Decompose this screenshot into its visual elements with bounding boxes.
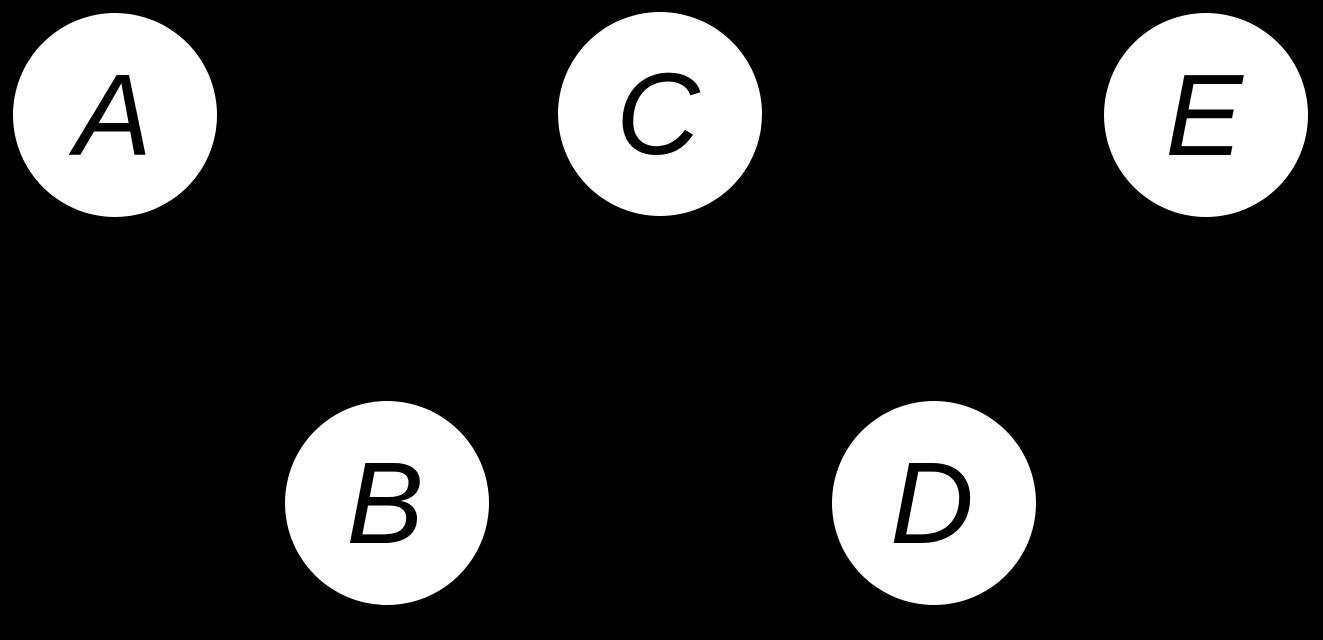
node-label-B: B — [346, 438, 424, 568]
node-label-A: A — [74, 50, 152, 180]
graph-node-A: A — [13, 13, 217, 217]
graph-node-C: C — [558, 12, 762, 216]
node-label-D: D — [890, 438, 974, 568]
graph-node-D: D — [832, 401, 1036, 605]
node-label-E: E — [1165, 50, 1243, 180]
graph-node-B: B — [285, 401, 489, 605]
graph-node-E: E — [1104, 13, 1308, 217]
node-label-C: C — [616, 49, 700, 179]
